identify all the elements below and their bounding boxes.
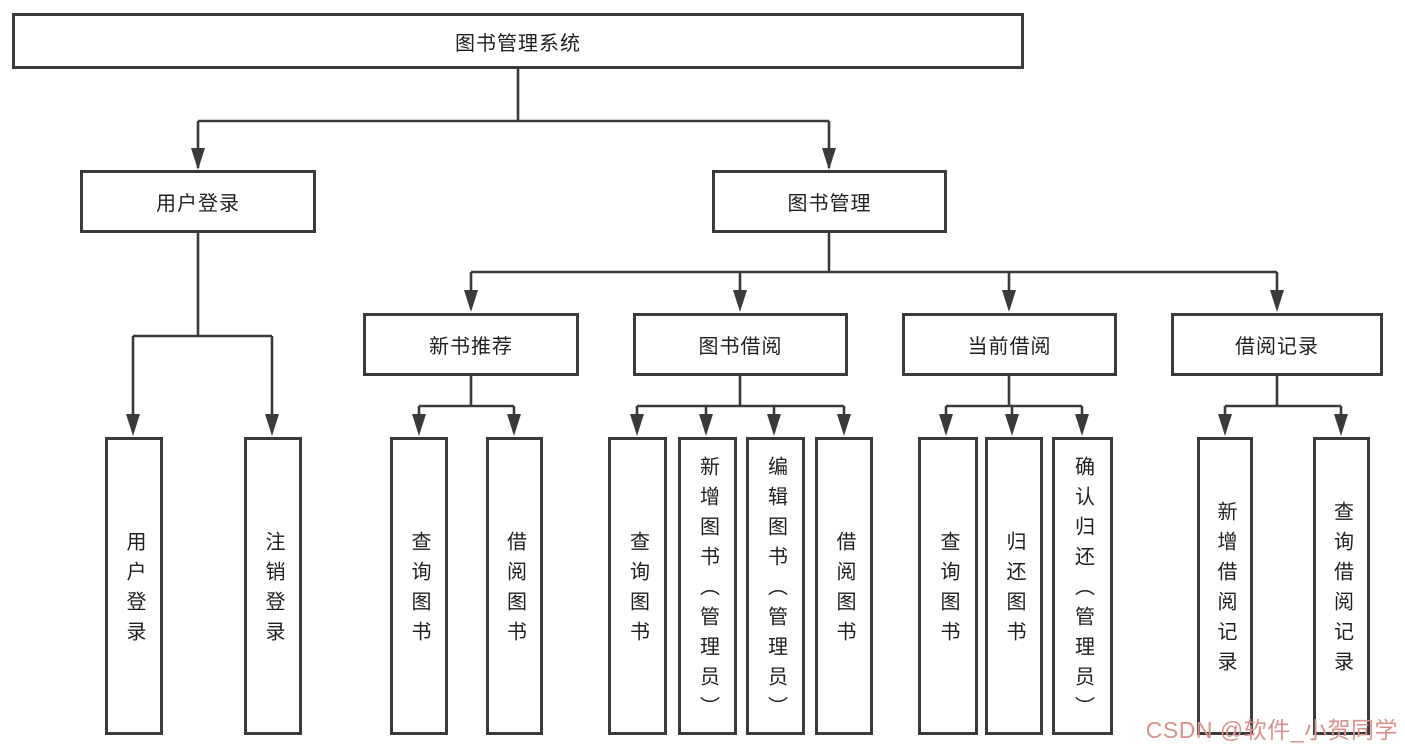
leaf-cb-return-book: 归还图书 xyxy=(985,437,1043,735)
leaf-br-query-record: 查询借阅记录 xyxy=(1313,437,1370,735)
leaf-cb-confirm-return-label: 确认归还（管理员） xyxy=(1071,456,1094,726)
leaf-nb-query-book: 查询图书 xyxy=(390,437,448,735)
node-book-management-label: 图书管理 xyxy=(787,193,872,215)
leaf-nb-borrow-book: 借阅图书 xyxy=(486,437,543,735)
leaf-nb-query-book-label: 查询图书 xyxy=(408,531,430,651)
leaf-bb-edit-book-label: 编辑图书（管理员） xyxy=(764,456,787,726)
node-current-borrow-label: 当前借阅 xyxy=(967,336,1052,358)
leaf-logout: 注销登录 xyxy=(244,437,302,735)
leaf-bb-query-book: 查询图书 xyxy=(608,437,667,735)
node-new-book-recommend-label: 新书推荐 xyxy=(429,336,513,358)
watermark: CSDN @软件_小贺同学 xyxy=(1145,717,1398,743)
leaf-br-add-record: 新增借阅记录 xyxy=(1197,437,1253,735)
leaf-logout-label: 注销登录 xyxy=(262,531,284,651)
leaf-cb-query-book-label: 查询图书 xyxy=(937,531,959,651)
leaf-cb-query-book: 查询图书 xyxy=(918,437,978,735)
leaf-cb-return-book-label: 归还图书 xyxy=(1003,531,1025,651)
connector-lines xyxy=(131,69,1343,432)
leaf-bb-borrow-book: 借阅图书 xyxy=(815,437,873,735)
leaf-bb-add-book-label: 新增图书（管理员） xyxy=(696,456,719,726)
leaf-bb-edit-book: 编辑图书（管理员） xyxy=(746,437,805,735)
node-root-label: 图书管理系统 xyxy=(455,32,581,55)
leaf-user-login-label: 用户登录 xyxy=(123,531,145,651)
node-book-borrow: 图书借阅 xyxy=(633,313,848,376)
leaf-nb-borrow-book-label: 借阅图书 xyxy=(503,531,526,651)
node-user-login: 用户登录 xyxy=(80,170,316,233)
node-user-login-label: 用户登录 xyxy=(156,193,240,215)
leaf-bb-borrow-book-label: 借阅图书 xyxy=(833,531,855,651)
leaf-user-login: 用户登录 xyxy=(105,437,163,735)
node-borrow-record-label: 借阅记录 xyxy=(1235,336,1319,358)
node-book-management: 图书管理 xyxy=(712,170,947,233)
node-current-borrow: 当前借阅 xyxy=(902,313,1117,376)
leaf-bb-add-book: 新增图书（管理员） xyxy=(678,437,737,735)
leaf-br-add-record-label: 新增借阅记录 xyxy=(1214,501,1236,681)
node-book-borrow-label: 图书借阅 xyxy=(698,336,783,358)
node-borrow-record: 借阅记录 xyxy=(1171,313,1383,376)
node-new-book-recommend: 新书推荐 xyxy=(363,313,579,376)
leaf-br-query-record-label: 查询借阅记录 xyxy=(1330,501,1353,681)
leaf-bb-query-book-label: 查询图书 xyxy=(626,531,649,651)
node-root: 图书管理系统 xyxy=(12,13,1024,69)
leaf-cb-confirm-return: 确认归还（管理员） xyxy=(1052,437,1113,735)
